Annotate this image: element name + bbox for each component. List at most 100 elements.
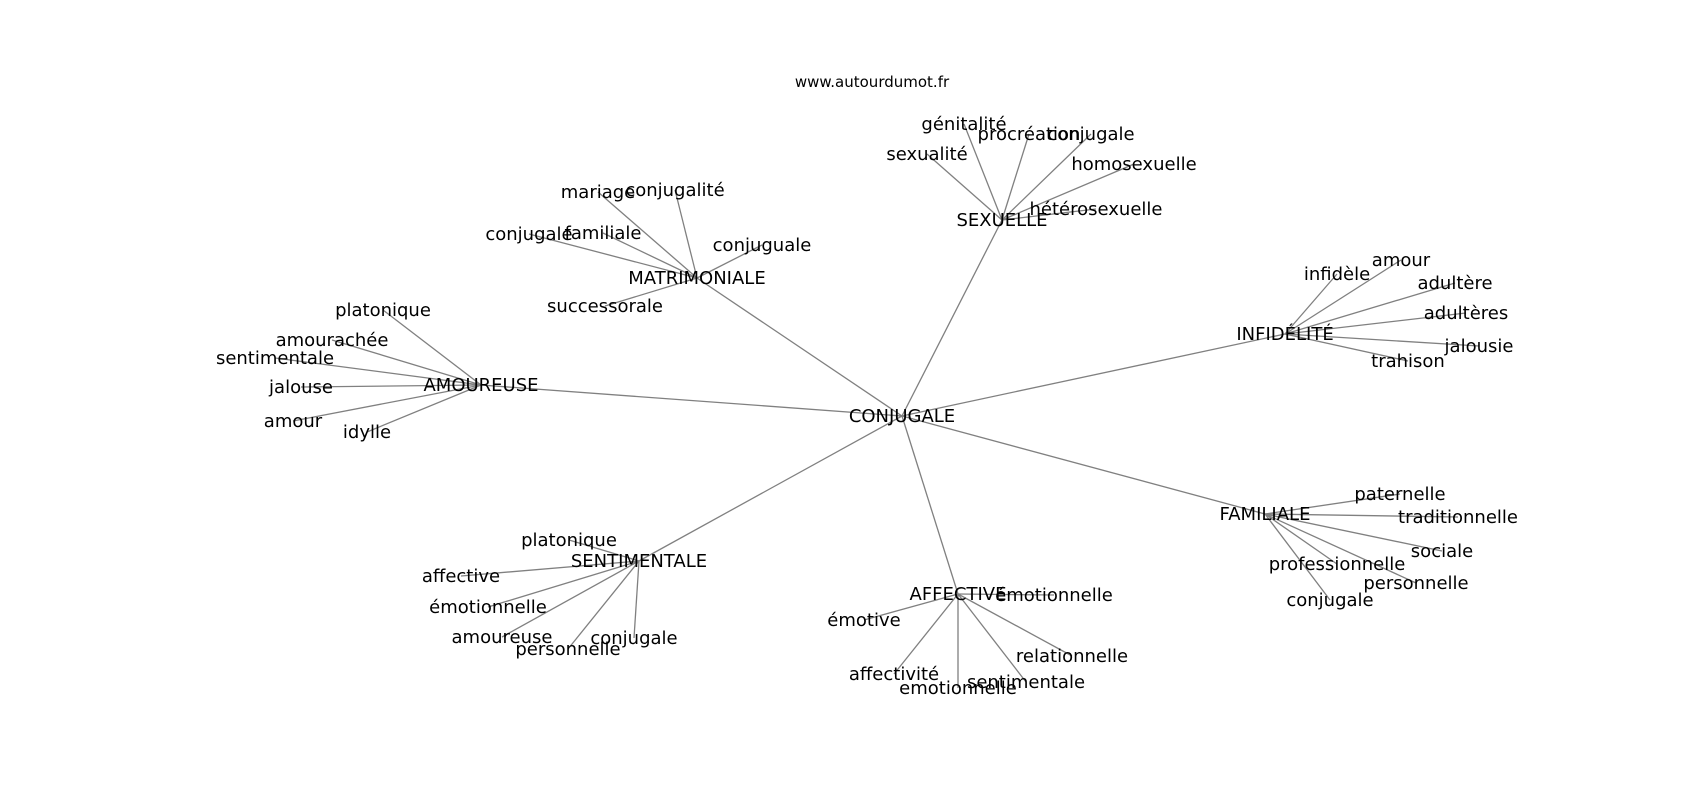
leaf-node: émotionnelle bbox=[995, 585, 1113, 606]
site-url: www.autourdumot.fr bbox=[795, 73, 950, 91]
leaf-node: mariage bbox=[561, 182, 636, 203]
leaf-node: emotionnelle bbox=[899, 678, 1017, 699]
edge-branch-leaf bbox=[1264, 513, 1417, 584]
edge-branch-leaf bbox=[300, 384, 482, 388]
edge-branch-leaf bbox=[1284, 282, 1456, 335]
leaf-node: amoureuse bbox=[452, 627, 553, 648]
leaf-node: personnelle bbox=[515, 639, 620, 660]
edge-branch-leaf bbox=[1001, 208, 1097, 221]
edge-branch-leaf bbox=[957, 593, 1055, 596]
edge-branch-leaf bbox=[926, 153, 1003, 221]
leaf-node: amour bbox=[264, 411, 323, 432]
leaf-node: infidèle bbox=[1304, 264, 1370, 285]
edge-root-branch bbox=[696, 277, 903, 417]
edge-branch-leaf bbox=[597, 191, 698, 279]
edge-root-branch bbox=[638, 415, 903, 562]
leaf-node: homosexuelle bbox=[1071, 154, 1196, 175]
edge-branch-leaf bbox=[460, 560, 640, 577]
edge-branch-leaf bbox=[274, 357, 482, 386]
leaf-node: familiale bbox=[564, 223, 641, 244]
edge-branch-leaf bbox=[1284, 333, 1409, 362]
edge-branch-leaf bbox=[1284, 259, 1402, 335]
leaf-node: relationnelle bbox=[1016, 646, 1128, 667]
edge-branch-leaf bbox=[863, 593, 959, 621]
leaf-node: trahison bbox=[1371, 351, 1445, 372]
edge-branch-leaf bbox=[963, 123, 1003, 221]
leaf-node: affective bbox=[422, 566, 500, 587]
edge-root-branch bbox=[901, 415, 1266, 515]
leaf-node: affectivité bbox=[849, 664, 939, 685]
edge-branch-leaf bbox=[292, 384, 482, 422]
leaf-node: sexualité bbox=[886, 144, 967, 165]
edge-branch-leaf bbox=[382, 309, 482, 386]
leaf-node: conjuguale bbox=[713, 235, 812, 256]
leaf-node: platonique bbox=[335, 300, 431, 321]
edge-branch-leaf bbox=[1284, 333, 1480, 347]
edge-root-branch bbox=[901, 415, 959, 595]
leaf-node: adultères bbox=[1424, 303, 1508, 324]
leaf-node: personnelle bbox=[1363, 573, 1468, 594]
edge-branch-leaf bbox=[501, 560, 640, 638]
leaf-node: jalousie bbox=[1444, 336, 1514, 357]
edge-root-branch bbox=[901, 219, 1003, 417]
edge-branch-leaf bbox=[528, 233, 698, 279]
branch-node: SENTIMENTALE bbox=[571, 551, 707, 572]
edge-branch-leaf bbox=[1001, 133, 1092, 221]
leaf-node: idylle bbox=[343, 422, 391, 443]
leaf-node: jalouse bbox=[268, 377, 333, 398]
leaf-node: successorale bbox=[547, 296, 663, 317]
leaf-node: paternelle bbox=[1354, 484, 1445, 505]
leaf-node: émotionnelle bbox=[429, 597, 547, 618]
branch-node: FAMILIALE bbox=[1220, 504, 1311, 525]
branch-node: MATRIMONIALE bbox=[628, 268, 765, 289]
branch-node: AFFECTIVE bbox=[910, 584, 1007, 605]
edge-branch-leaf bbox=[1001, 133, 1030, 221]
leaf-node: procréation bbox=[978, 124, 1081, 145]
root-node: CONJUGALE bbox=[849, 406, 955, 427]
edge-branch-leaf bbox=[1284, 312, 1467, 335]
edge-branch-leaf bbox=[1264, 513, 1459, 518]
edge-branch-leaf bbox=[1284, 273, 1338, 335]
edge-branch-leaf bbox=[633, 560, 640, 639]
leaf-node: amourachée bbox=[276, 330, 389, 351]
leaf-node: émotive bbox=[827, 610, 900, 631]
edge-branch-leaf bbox=[1001, 163, 1135, 221]
leaf-node: traditionnelle bbox=[1398, 507, 1518, 528]
edge-branch-leaf bbox=[1264, 513, 1338, 565]
edge-branch-leaf bbox=[602, 232, 698, 279]
edge-branch-leaf bbox=[567, 560, 640, 650]
leaf-node: amour bbox=[1372, 250, 1431, 271]
edges-layer bbox=[274, 123, 1480, 688]
branch-node: INFIDÉLITÉ bbox=[1236, 323, 1333, 345]
edge-branch-leaf bbox=[487, 560, 640, 608]
leaf-node: conjugale bbox=[1047, 124, 1134, 145]
edge-root-branch bbox=[480, 384, 903, 417]
edge-root-branch bbox=[901, 333, 1286, 417]
leaf-node: conjugale bbox=[1286, 590, 1373, 611]
leaf-node: génitalité bbox=[921, 114, 1006, 135]
branch-node: AMOUREUSE bbox=[423, 375, 538, 396]
edge-branch-leaf bbox=[604, 277, 698, 307]
leaf-node: platonique bbox=[521, 530, 617, 551]
branch-node: SEXUELLE bbox=[956, 210, 1047, 231]
leaf-node: adultère bbox=[1417, 273, 1492, 294]
leaf-node: sentimentale bbox=[967, 672, 1085, 693]
edge-branch-leaf bbox=[366, 384, 482, 433]
leaf-node: conjugalité bbox=[625, 180, 724, 201]
edge-branch-leaf bbox=[1264, 493, 1401, 515]
leaf-node: sentimentale bbox=[216, 348, 334, 369]
edge-branch-leaf bbox=[1264, 513, 1331, 601]
leaf-node: professionnelle bbox=[1269, 554, 1406, 575]
leaf-node: sociale bbox=[1411, 541, 1473, 562]
edge-branch-leaf bbox=[674, 189, 698, 279]
leaf-node: conjugale bbox=[590, 628, 677, 649]
edge-branch-leaf bbox=[893, 593, 959, 675]
edge-branch-leaf bbox=[1264, 513, 1443, 552]
edge-branch-leaf bbox=[957, 593, 1027, 683]
edge-branch-leaf bbox=[957, 593, 1073, 657]
leaf-node: hétérosexuelle bbox=[1030, 199, 1163, 220]
leaf-node: conjugale bbox=[485, 224, 572, 245]
edge-branch-leaf bbox=[696, 244, 763, 279]
